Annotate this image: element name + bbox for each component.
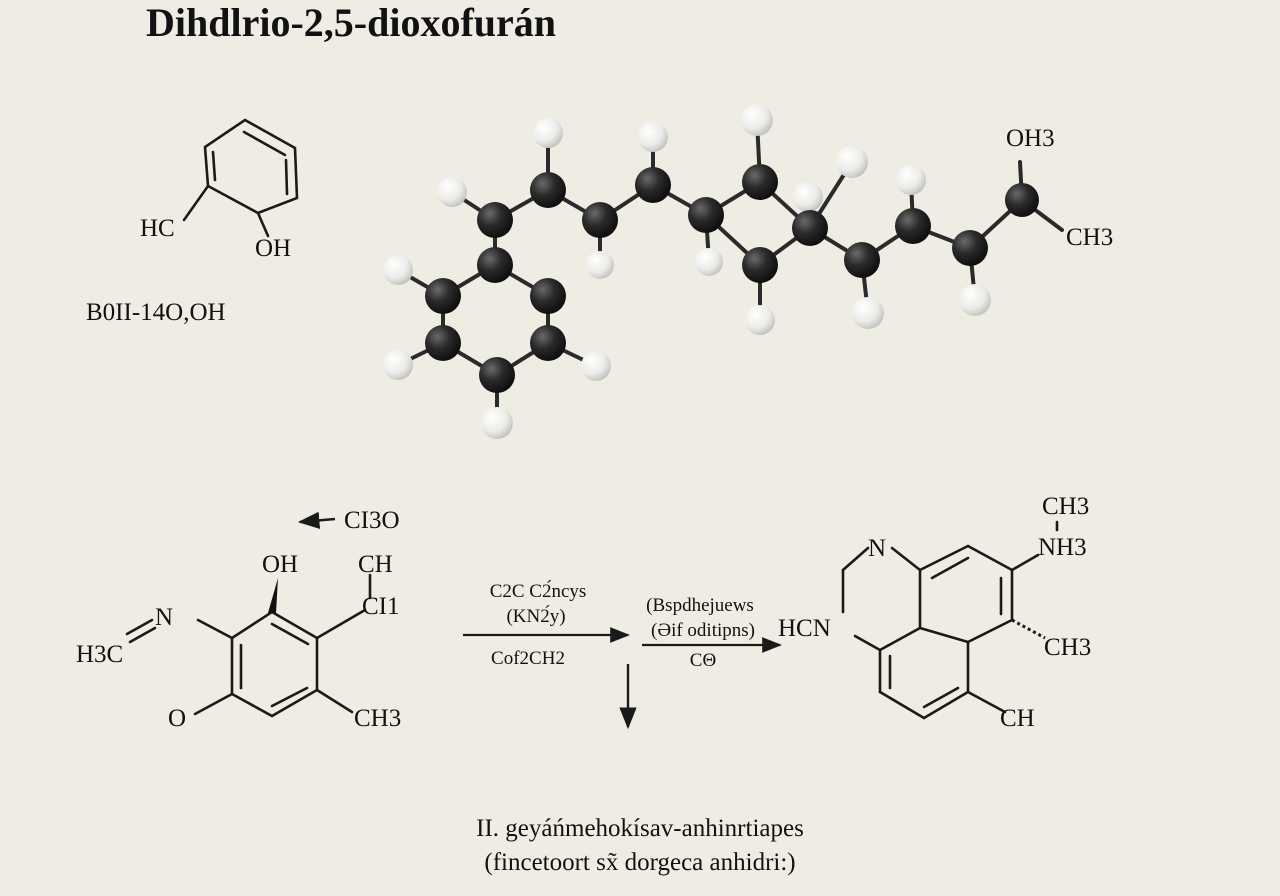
carbon-atom bbox=[477, 247, 513, 283]
label-o: O bbox=[168, 705, 186, 732]
carbon-atom bbox=[582, 202, 618, 238]
formula-label: B0II-14O,OH bbox=[86, 299, 226, 326]
hydrogen-atom bbox=[695, 248, 723, 276]
hydrogen-atom bbox=[481, 407, 513, 439]
label-oh: OH bbox=[255, 235, 291, 262]
label-ch3-reactant: CH3 bbox=[354, 705, 401, 732]
carbon-atom bbox=[742, 164, 778, 200]
step1-condition: Cof2CH2 bbox=[491, 648, 565, 669]
label-n-product: N bbox=[868, 535, 886, 562]
label-hcn: HCN bbox=[778, 615, 831, 642]
caption-line-2: (fincetoort sx̃ dorgeca anhidri:) bbox=[484, 849, 795, 876]
label-ch3-model: CH3 bbox=[1066, 224, 1113, 251]
carbon-atom bbox=[952, 230, 988, 266]
hydrogen-atom bbox=[437, 177, 467, 207]
label-ch3-top: CH3 bbox=[1042, 493, 1089, 520]
label-ch-product: CH bbox=[1000, 705, 1035, 732]
hydrogen-atom bbox=[896, 165, 926, 195]
step2-reagent-line2: (Əif oditipns) bbox=[651, 620, 755, 641]
label-oh3: OH3 bbox=[1006, 125, 1055, 152]
carbon-atom bbox=[530, 172, 566, 208]
carbon-atom bbox=[792, 210, 828, 246]
carbon-atom bbox=[425, 278, 461, 314]
ball-and-stick-model bbox=[383, 104, 1064, 439]
label-hc: HC bbox=[140, 215, 175, 242]
label-nh3: NH3 bbox=[1038, 534, 1087, 561]
page-title: Dihdlrio-2,5-dioxofurán bbox=[146, 0, 556, 45]
reactant-structure bbox=[125, 511, 372, 718]
hydrogen-atom bbox=[383, 255, 413, 285]
carbon-atom bbox=[742, 247, 778, 283]
carbon-atom bbox=[688, 197, 724, 233]
carbon-atom bbox=[895, 208, 931, 244]
step2-condition: CΘ bbox=[690, 650, 716, 671]
hydrogen-atoms bbox=[383, 104, 991, 439]
top-left-benzene-structure bbox=[182, 118, 299, 238]
step1-reagent-line1: C2C C2́ncys bbox=[490, 580, 587, 602]
carbon-atom bbox=[530, 325, 566, 361]
hydrogen-atom bbox=[852, 297, 884, 329]
arrow-ci3o bbox=[297, 511, 336, 529]
carbon-atom bbox=[477, 202, 513, 238]
hydrogen-atom bbox=[533, 118, 563, 148]
label-ch-reactant: CH bbox=[358, 551, 393, 578]
label-ci3o: CI3O bbox=[344, 507, 400, 534]
hydrogen-atom bbox=[836, 146, 868, 178]
wedge-bond bbox=[268, 578, 278, 613]
label-ch3-product: CH3 bbox=[1044, 634, 1091, 661]
product-structure bbox=[841, 520, 1059, 720]
carbon-atom bbox=[530, 278, 566, 314]
caption-line-1: II. geyáńmehokísav-anhinrtiapes bbox=[476, 815, 804, 842]
hydrogen-atom bbox=[581, 351, 611, 381]
hydrogen-atom bbox=[793, 182, 823, 212]
hydrogen-atom bbox=[586, 251, 614, 279]
label-oh-reactant: OH bbox=[262, 551, 298, 578]
carbon-atom bbox=[479, 357, 515, 393]
step1-reagent-line2: (KN2́y) bbox=[506, 605, 565, 627]
hydrogen-atom bbox=[959, 284, 991, 316]
label-ci1: CI1 bbox=[362, 593, 400, 620]
carbon-atom bbox=[844, 242, 880, 278]
carbon-atom bbox=[635, 167, 671, 203]
hydrogen-atom bbox=[638, 122, 668, 152]
hydrogen-atom bbox=[745, 305, 775, 335]
carbon-atom bbox=[1005, 183, 1039, 217]
label-n-reactant: N bbox=[155, 604, 173, 631]
carbon-atom bbox=[425, 325, 461, 361]
hydrogen-atom bbox=[741, 104, 773, 136]
label-h3c: H3C bbox=[76, 641, 123, 668]
hydrogen-atom bbox=[383, 350, 413, 380]
step2-reagent-line1: (Bspdhejuews bbox=[646, 595, 754, 616]
carbon-atoms bbox=[425, 164, 1039, 393]
